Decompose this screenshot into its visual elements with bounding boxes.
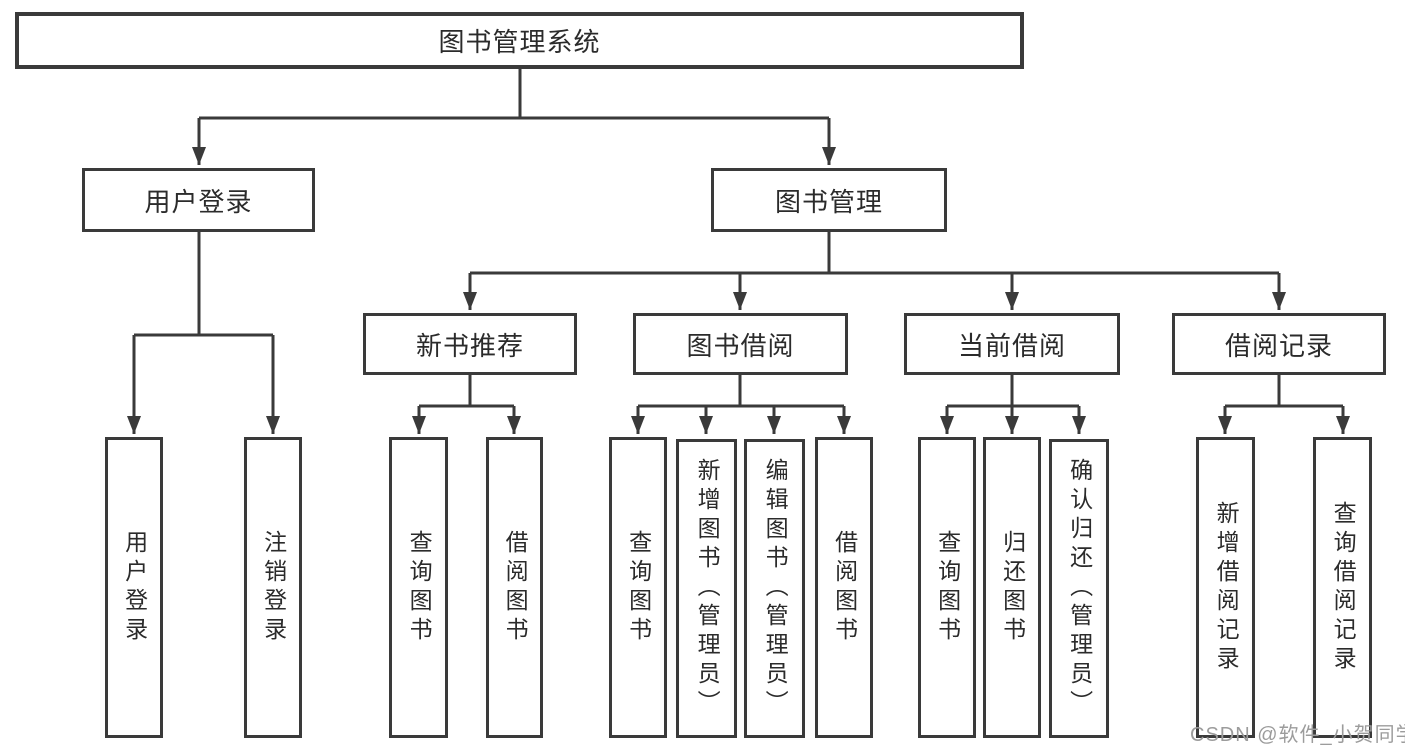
node-add-borrow-record: 新增借阅记录 [1196, 437, 1255, 738]
node-label: 用户登录 [144, 186, 253, 217]
node-label: 注销登录 [260, 529, 287, 646]
node-query-borrow-record: 查询借阅记录 [1313, 437, 1372, 738]
node-label: 新书推荐 [415, 330, 524, 361]
node-confirm-return-admin: 确认归还（管理员） [1049, 439, 1109, 738]
node-label: 归还图书 [999, 529, 1026, 646]
node-label: 查询借阅记录 [1330, 500, 1357, 675]
node-query-books: 查询图书 [609, 437, 667, 738]
csdn-watermark: CSDN @软件_小贺同学 [1190, 724, 1405, 746]
node-book-management: 图书管理 [711, 168, 947, 232]
node-label: 查询图书 [934, 529, 961, 646]
node-user-login: 用户登录 [82, 168, 315, 232]
node-label: 图书管理 [774, 186, 883, 217]
node-label: 图书管理系统 [438, 27, 601, 57]
node-library-system-root: 图书管理系统 [15, 12, 1024, 69]
node-label: 查询图书 [625, 529, 652, 646]
node-book-borrow: 图书借阅 [633, 313, 848, 375]
node-label: 新增借阅记录 [1213, 500, 1240, 675]
node-label: 当前借阅 [957, 330, 1066, 361]
node-label: 确认归还（管理员） [1066, 458, 1093, 719]
node-label: 编辑图书（管理员） [762, 458, 789, 719]
node-label: 借阅图书 [502, 529, 529, 646]
node-label: 新增图书（管理员） [694, 458, 721, 719]
node-label: 图书借阅 [686, 330, 795, 361]
node-add-book-admin: 新增图书（管理员） [676, 439, 737, 738]
node-query-books-recommend: 查询图书 [389, 437, 448, 738]
node-borrow-books-recommend: 借阅图书 [486, 437, 543, 738]
node-return-books: 归还图书 [983, 437, 1041, 738]
node-query-books-current: 查询图书 [918, 437, 976, 738]
node-label: 借阅图书 [831, 529, 858, 646]
node-current-borrow: 当前借阅 [904, 313, 1120, 375]
node-user-login-leaf: 用户登录 [105, 437, 163, 738]
node-edit-book-admin: 编辑图书（管理员） [744, 439, 805, 738]
node-label: 用户登录 [121, 529, 148, 646]
node-new-book-recommend: 新书推荐 [363, 313, 577, 375]
node-label: 借阅记录 [1224, 330, 1333, 361]
node-borrow-books: 借阅图书 [815, 437, 873, 738]
node-borrow-records: 借阅记录 [1172, 313, 1386, 375]
node-logout-leaf: 注销登录 [244, 437, 302, 738]
node-label: 查询图书 [406, 529, 433, 646]
